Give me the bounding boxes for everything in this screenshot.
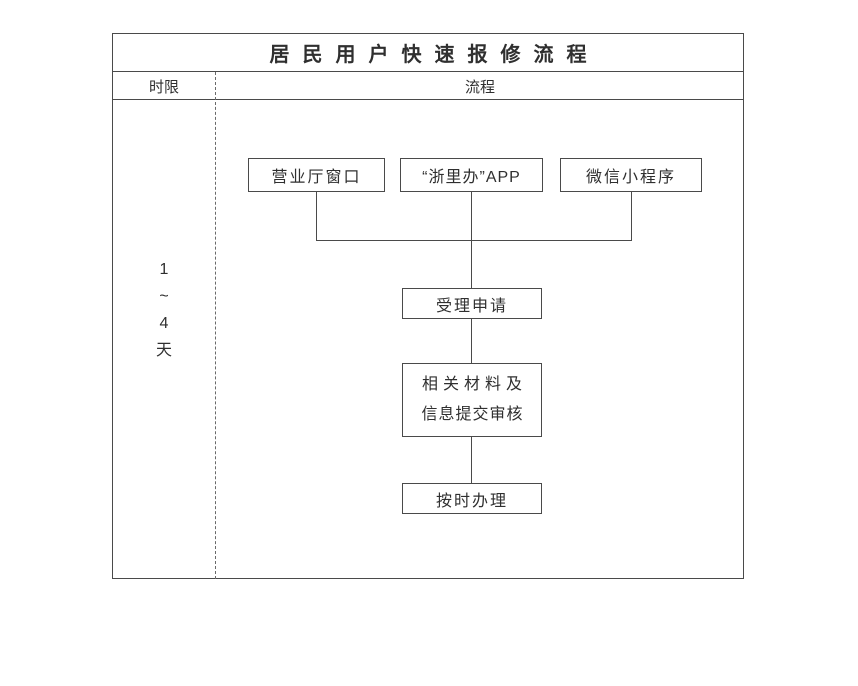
connector-review-to-handle: [471, 437, 472, 483]
time-limit-char: 4: [159, 315, 169, 332]
node-zheliban-app: “浙里办”APP: [400, 158, 543, 192]
node-wechat-mini-program: 微信小程序: [560, 158, 702, 192]
connector-merge-horizontal: [316, 240, 632, 241]
time-limit-char: ~: [159, 288, 169, 305]
diagram-title: 居民用户快速报修流程: [112, 33, 744, 72]
node-service-hall-window: 营业厅窗口: [248, 158, 385, 192]
connector-merge-to-accept: [471, 240, 472, 288]
connector-channel2-down: [471, 192, 472, 240]
connector-channel1-down: [316, 192, 317, 240]
header-row-divider: [112, 72, 744, 100]
connector-channel3-down: [631, 192, 632, 240]
node-materials-review-line1: 相关材料及: [421, 376, 527, 393]
time-limit-char: 天: [155, 342, 172, 359]
connector-accept-to-review: [471, 319, 472, 363]
column-header-process: 流程: [464, 78, 495, 96]
diagram-outer-border: [112, 33, 744, 579]
node-materials-review-line2: 信息提交审核: [421, 406, 524, 423]
time-limit-label: 1 ~ 4 天: [112, 256, 216, 364]
node-materials-review: 相关材料及 信息提交审核: [402, 363, 542, 437]
node-accept-application: 受理申请: [402, 288, 542, 319]
column-divider-dashed-line: [215, 72, 216, 579]
column-header-time-limit: 时限: [148, 78, 179, 96]
node-handle-on-time: 按时办理: [402, 483, 542, 514]
time-limit-char: 1: [159, 261, 169, 278]
